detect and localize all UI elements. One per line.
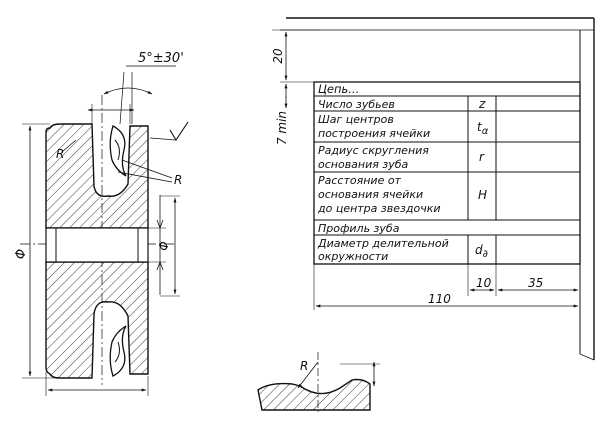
symbol-root-radius: r [479, 150, 485, 164]
col-wide-dim: 35 [528, 276, 543, 290]
row-label-distance: Расстояние от основания ячейки до центра… [317, 174, 440, 215]
angle-arc [103, 87, 153, 95]
outer-diameter-symbol: Φ [14, 249, 29, 259]
tooth-parameters-table: 20 7 min Цепь... Число зубьев Шаг центро… [271, 17, 595, 361]
row-label-pitch-diameter: Диаметр делительной окружности [317, 237, 452, 263]
row-label-root-radius: Радиус скругления основания зуба [318, 144, 432, 171]
profile-hatched-body [257, 378, 371, 411]
tooth-profile-detail: R [257, 352, 380, 412]
top-gap-dim: 20 [271, 48, 285, 64]
profile-radius-label: R [300, 359, 308, 373]
inner-diameter-symbol: Φ [157, 241, 171, 250]
sprocket-section-view: Φ Φ 5°±30' R R [14, 51, 189, 396]
lower-hub-section [45, 261, 149, 379]
table-header: Цепь... [318, 82, 359, 96]
row-label-teeth: Число зубьев [318, 98, 395, 111]
row-label-pitch: Шаг центров построения ячейки [318, 113, 430, 140]
surface-finish-mark [169, 121, 189, 142]
symbol-pitch-diameter: d∂ [475, 243, 488, 260]
upper-tooth-profile [109, 125, 127, 177]
col-narrow-dim: 10 [476, 276, 492, 290]
symbol-teeth: z [478, 97, 486, 111]
angle-tolerance-label: 5°±30' [138, 51, 184, 66]
radius-label-left: R [56, 147, 64, 161]
table-outline [313, 81, 581, 265]
symbol-pitch: tα [477, 120, 489, 137]
bore-hole [45, 227, 149, 263]
radius-label-right: R [174, 173, 182, 187]
upper-hub-section [45, 123, 149, 229]
total-width-dim: 110 [428, 292, 451, 306]
lower-tooth-profile [109, 325, 127, 377]
row-min-dim: 7 min [275, 111, 289, 145]
row-label-tooth-profile: Профиль зуба [318, 222, 400, 235]
symbol-distance: H [478, 188, 487, 202]
